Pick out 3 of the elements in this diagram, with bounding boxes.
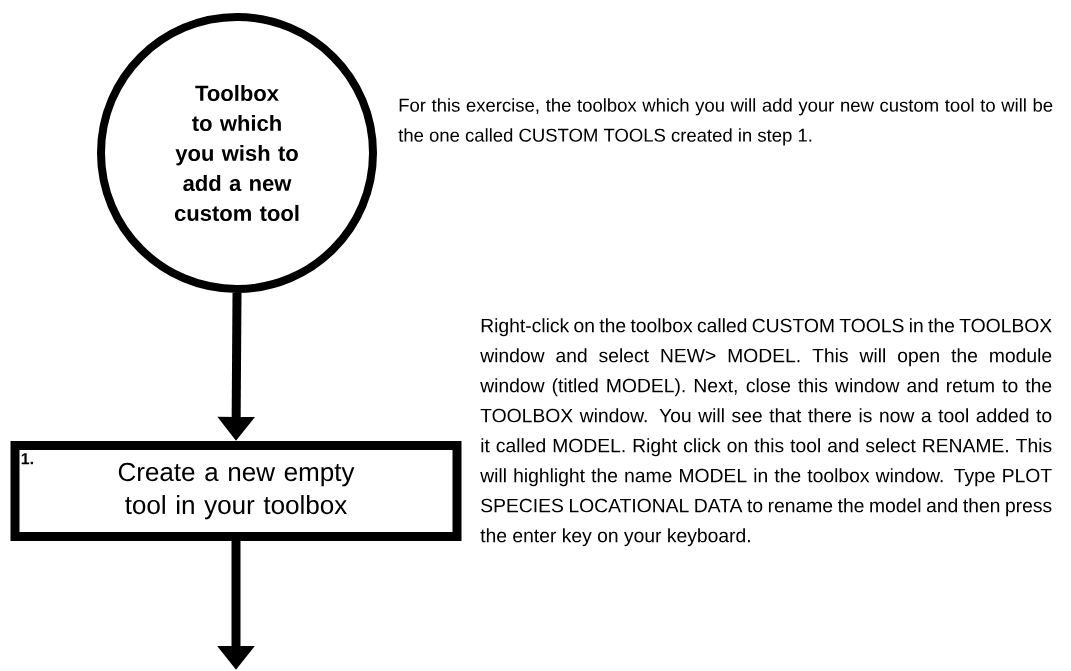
instruction-text: Right-click on the toolbox called CUSTOM TOOLS in the TOOLBOX window and select NEW> MODEL. This will open the module window (titled MODEL). Next, close this window and retum to the TOOLBOX window. You will see that there is now a tool added to it called MODEL. Right click on this tool and select RENAME. This will highlight the name MODEL in the toolbox window. Type PLOT SPECIES LOCATIONAL DATA to rename the model and then press the enter key on your keyboard.	[480, 318, 1052, 547]
step-number: 1.	[21, 453, 33, 465]
instruction-text: For this exercise, the toolbox which you will add your new custom tool to will be the one called CUSTOM TOOLS created in step 1.	[398, 98, 1053, 146]
